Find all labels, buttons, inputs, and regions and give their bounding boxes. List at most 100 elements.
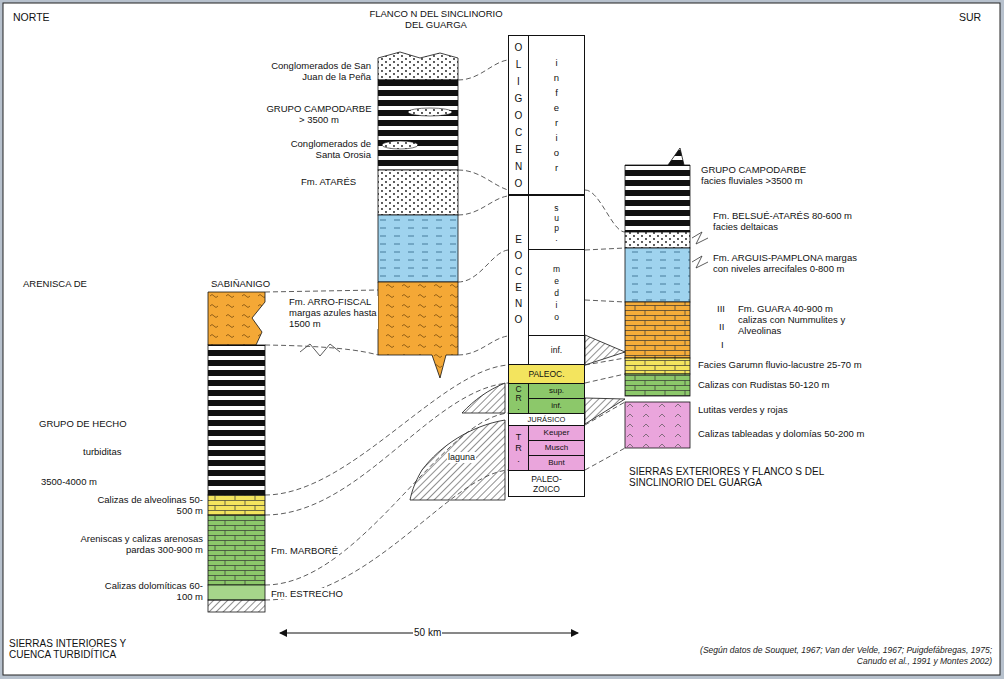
period-letter: O xyxy=(515,312,523,328)
period-letter: e xyxy=(554,100,559,115)
strat-label: ARENISCA DE xyxy=(22,278,88,289)
strat-label: Fm. ATARÉS xyxy=(300,176,357,187)
strat-label: Calizas de alveolinas 50-500 m xyxy=(95,494,204,516)
period-letter: . xyxy=(517,454,520,465)
strat-label: I xyxy=(720,339,725,350)
strat-label: GRUPO CAMPODARBE > 3500 m xyxy=(262,103,376,125)
period-letter: . xyxy=(555,233,557,243)
strat-label: NORTE xyxy=(12,12,51,23)
period-cell: OLIGOCENO xyxy=(508,35,529,195)
strat-label: Fm. BELSUÉ-ATARÉS 80-600 m facies deltai… xyxy=(712,210,874,232)
strat-label: Fm. ARRO-FISCAL margas azules hasta 1500… xyxy=(288,296,378,329)
period-letter: G xyxy=(515,90,523,107)
period-letter: n xyxy=(554,70,559,85)
period-letter: r xyxy=(555,160,558,175)
period-cell: Keuper xyxy=(528,425,585,441)
period-cell: Musch xyxy=(528,440,585,456)
strat-label: SABIÑANIGO xyxy=(210,278,271,289)
period-name: OLIGOCENO xyxy=(515,39,523,192)
period-letter: E xyxy=(515,141,522,158)
period-cell: sup. xyxy=(528,195,585,250)
period-name: PALEO- ZOICO xyxy=(527,474,567,494)
period-cell: PALEOC. xyxy=(508,364,585,384)
strat-label: FLANCO N DEL SINCLINORIO DEL GUARGA xyxy=(360,8,512,30)
strat-label: GRUPO DE HECHO xyxy=(38,418,128,429)
period-name: Keuper xyxy=(544,428,570,438)
strat-label: Fm. GUARA 40-900 m calizas con Nummulite… xyxy=(737,303,859,336)
period-cell: PALEO- ZOICO xyxy=(508,470,585,497)
strat-label: Calizas dolomíticas 60-100 m xyxy=(100,580,204,602)
period-name: TR. xyxy=(515,432,522,465)
period-name: inf. xyxy=(551,345,562,355)
period-letter: i xyxy=(556,299,558,311)
strat-label: SIERRAS EXTERIORES Y FLANCO S DEL SINCLI… xyxy=(628,466,835,488)
period-name: medio xyxy=(553,263,560,323)
period-letter: T xyxy=(516,432,522,443)
period-cell: medio xyxy=(528,249,585,336)
period-letter: e xyxy=(554,275,559,287)
period-letter: I xyxy=(517,73,520,90)
strat-label: laguna xyxy=(447,452,476,463)
period-letter: u xyxy=(554,213,559,223)
period-cell: EOCENO xyxy=(508,195,529,365)
period-name: inf. xyxy=(551,401,562,411)
strat-label: Conglomerados de San Juan de la Peña xyxy=(268,60,372,82)
period-letter: d xyxy=(554,287,559,299)
period-name: sup. xyxy=(549,386,564,396)
strat-label: GRUPO CAMPODARBE facies fluviales >3500 … xyxy=(700,164,830,186)
strat-label: Calizas con Rudistas 50-120 m xyxy=(697,379,830,390)
period-cell: CR. xyxy=(508,383,529,414)
period-letter: i xyxy=(555,55,557,70)
period-letter: O xyxy=(515,39,523,56)
period-letter: R xyxy=(515,394,521,403)
source-caption: (Según datos de Souquet, 1967; Van der V… xyxy=(700,645,992,667)
strat-label: Fm. ARGUIS-PAMPLONA margas con niveles a… xyxy=(712,252,864,274)
period-letter: E xyxy=(515,232,522,248)
strat-label: Calizas tableadas y dolomías 50-200 m xyxy=(697,428,865,439)
strat-label: Facies Garumn fluvio-lacustre 25-70 m xyxy=(697,359,863,370)
strat-label: Conglomerados de Santa Orosia xyxy=(268,138,372,160)
period-name: Bunt xyxy=(548,458,564,468)
period-letter: O xyxy=(515,107,523,124)
period-letter: C xyxy=(515,385,521,394)
strat-label: Areniscas y calizas arenosas pardas 300-… xyxy=(65,533,204,555)
period-letter: . xyxy=(517,403,519,412)
strat-label: 3500-4000 m xyxy=(40,476,98,487)
period-letter: o xyxy=(554,311,559,323)
period-letter: s xyxy=(554,203,558,213)
strat-label: 50 km xyxy=(413,627,442,638)
period-letter: i xyxy=(555,130,557,145)
period-letter: O xyxy=(515,175,523,192)
period-letter: O xyxy=(515,248,523,264)
strat-label: turbiditas xyxy=(82,446,123,457)
period-cell: TR. xyxy=(508,425,529,471)
period-name: inferior xyxy=(554,55,559,175)
period-letter: r xyxy=(555,115,558,130)
period-letter: N xyxy=(515,296,522,312)
period-cell: inf. xyxy=(528,335,585,365)
period-letter: N xyxy=(515,158,522,175)
period-cell: sup. xyxy=(528,383,585,399)
period-letter: L xyxy=(516,56,522,73)
period-cell: inferior xyxy=(528,35,585,195)
period-cell: inf. xyxy=(528,398,585,414)
period-letter: C xyxy=(515,124,522,141)
strat-label: III xyxy=(716,303,726,314)
period-name: EOCENO xyxy=(515,232,523,328)
strat-label: SIERRAS INTERIORES Y CUENCA TURBIDÍTICA xyxy=(8,638,162,660)
period-letter: R xyxy=(515,443,522,454)
strat-label: II xyxy=(718,321,725,332)
period-letter: o xyxy=(554,145,559,160)
period-cell: Bunt xyxy=(528,455,585,471)
period-name: sup. xyxy=(554,203,559,243)
period-letter: E xyxy=(515,280,522,296)
period-name: JURÁSICO xyxy=(528,415,566,424)
period-letter: C xyxy=(515,264,522,280)
period-name: CR. xyxy=(515,385,521,412)
strat-label: Fm. ESTRECHO xyxy=(270,588,344,599)
strat-label: Fm. MARBORÉ xyxy=(270,545,339,556)
period-letter: f xyxy=(555,85,558,100)
strat-label: Lutitas verdes y rojas xyxy=(697,404,789,415)
